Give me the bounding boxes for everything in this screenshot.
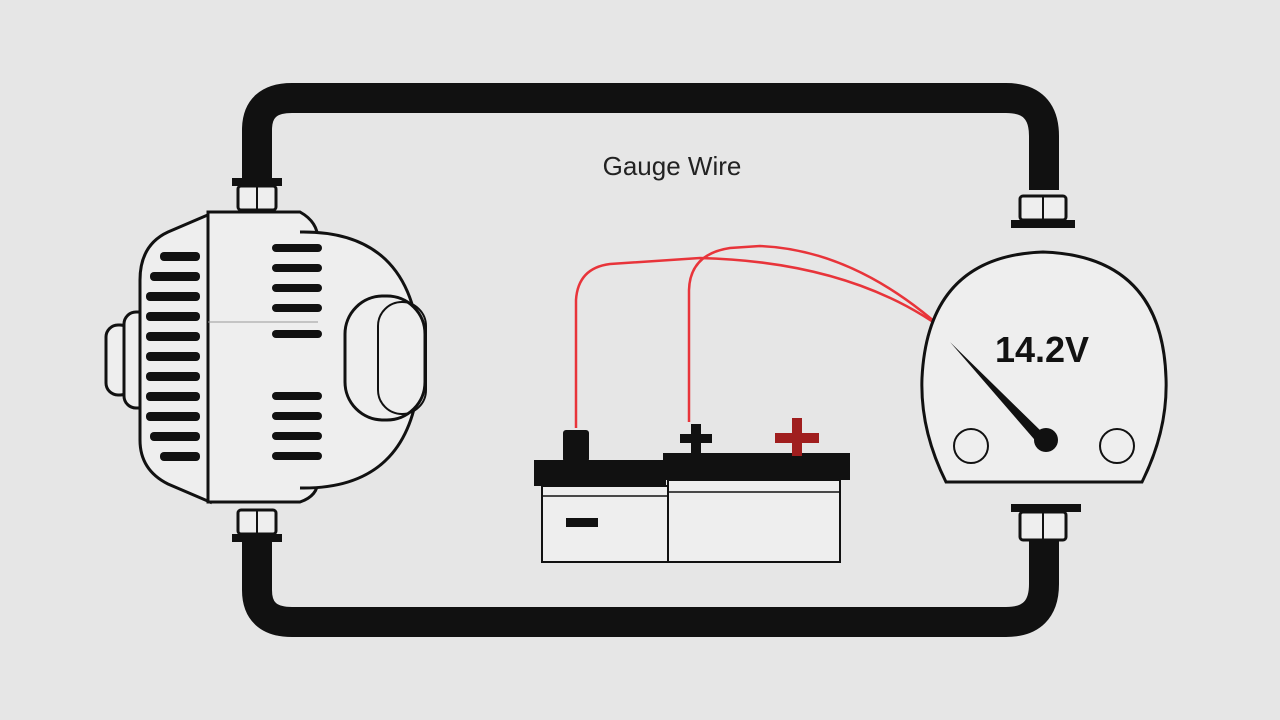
gauge-body (920, 250, 1168, 484)
alternator-top-terminal (232, 178, 282, 212)
battery-negative-post (563, 430, 589, 462)
alternator-bottom-terminal (232, 508, 282, 542)
alternator-icon (104, 178, 427, 542)
main-wire-bottom (242, 540, 1059, 637)
battery-plus-terminal-red (775, 418, 819, 456)
gauge-bottom-terminal (1011, 504, 1081, 542)
alternator-left-fins (146, 252, 200, 461)
gauge-reading: 14.2V (995, 329, 1089, 370)
wire-label: Gauge Wire (603, 151, 742, 181)
main-wire-top (242, 83, 1059, 190)
gauge-top-terminal (1011, 194, 1075, 228)
alternator-right-fins (272, 244, 322, 460)
gauge-signal-wires (574, 244, 956, 428)
voltmeter-gauge-icon: 14.2V (920, 194, 1168, 542)
battery-icon (534, 418, 850, 563)
battery-positive-post (680, 424, 712, 454)
gauge-mount-hole-left (953, 428, 989, 464)
gauge-needle (950, 342, 1058, 452)
gauge-mount-hole-right (1099, 428, 1135, 464)
signal-wire-negative (574, 256, 956, 428)
battery-negative-mark (566, 518, 598, 527)
signal-wire-positive (687, 244, 956, 422)
